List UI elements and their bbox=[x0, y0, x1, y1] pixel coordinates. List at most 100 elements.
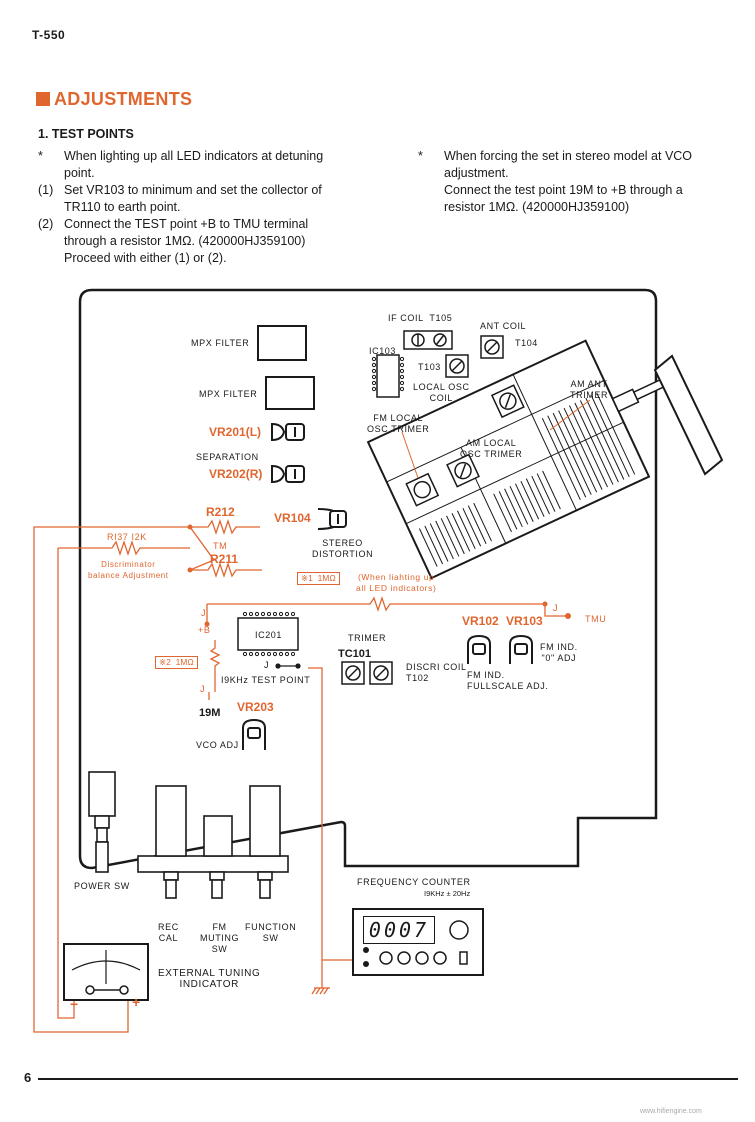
instruction-marker: * bbox=[38, 149, 43, 163]
footer-rule bbox=[38, 1078, 738, 1080]
ic201-label: IC201 bbox=[255, 630, 283, 640]
vr103-pot bbox=[509, 634, 533, 664]
vr104-label: VR104 bbox=[274, 511, 311, 525]
ic201-chip bbox=[237, 611, 299, 657]
subsection-title: 1. TEST POINTS bbox=[38, 127, 134, 141]
vr201-pot bbox=[271, 422, 305, 442]
t104-coil bbox=[480, 335, 504, 359]
mpx-filter-2-shape bbox=[265, 376, 315, 410]
r211-label: R211 bbox=[210, 552, 239, 566]
tuning-knob bbox=[653, 354, 724, 476]
page-number: 6 bbox=[24, 1070, 32, 1085]
power-sw-label: POWER SW bbox=[74, 881, 130, 891]
trimer-label: TRIMER bbox=[348, 633, 387, 643]
vr203-label: VR203 bbox=[237, 700, 274, 714]
instruction-item: Proceed with either (1) or (2). bbox=[38, 250, 353, 267]
ic103-label: IC103 bbox=[369, 346, 397, 356]
vr201-label: VR201(L) bbox=[209, 425, 262, 439]
meter-plus-label: + bbox=[132, 994, 141, 1010]
vco-adj-label: VCO ADJ bbox=[196, 740, 239, 750]
wire-junction-dots bbox=[187, 524, 571, 627]
tuning-capacitor-assembly bbox=[366, 339, 666, 580]
vr104-pot bbox=[317, 508, 347, 530]
instruction-item: * When forcing the set in stereo model a… bbox=[418, 148, 723, 182]
separation-label: SEPARATION bbox=[196, 452, 259, 462]
fm-muting-sw-label: FM MUTING SW bbox=[200, 922, 240, 954]
discri-coil-label: DISCRI COIL T102 bbox=[406, 662, 467, 683]
mpx-filter-1-shape bbox=[257, 325, 307, 361]
junction-j2-label: J bbox=[553, 603, 559, 613]
note1-text: (When liahting up all LED indicators) bbox=[356, 572, 437, 593]
instruction-text: Proceed with either (1) or (2). bbox=[64, 251, 227, 265]
frequency-counter-front bbox=[363, 920, 469, 967]
instruction-text: Set VR103 to minimum and set the collect… bbox=[64, 183, 322, 214]
watermark-text: www.hifiengine.com bbox=[640, 1108, 702, 1115]
meter-minus-label: − bbox=[70, 996, 79, 1012]
power-switch bbox=[88, 771, 116, 873]
vr102-label: VR102 bbox=[462, 614, 499, 628]
instruction-item: (1) Set VR103 to minimum and set the col… bbox=[38, 182, 353, 216]
ic103-chip bbox=[371, 354, 405, 398]
fm-local-osc-pointer bbox=[401, 431, 419, 479]
vr103-label: VR103 bbox=[506, 614, 543, 628]
am-ant-trimer-label: AM ANT TRIMER bbox=[570, 379, 609, 400]
rec-cal-label: REC CAL bbox=[158, 922, 179, 943]
junction-j1-label: J bbox=[201, 608, 207, 618]
instruction-item: * When lighting up all LED indicators at… bbox=[38, 148, 353, 182]
external-tuning-indicator-label: EXTERNAL TUNING INDICATOR bbox=[158, 968, 261, 990]
tc101-trimer bbox=[341, 661, 365, 685]
instruction-marker: (1) bbox=[38, 183, 54, 197]
instruction-text: When lighting up all LED indicators at d… bbox=[64, 149, 324, 180]
junction-j3-label: J bbox=[264, 660, 270, 670]
mpx-filter-2-label: MPX FILTER bbox=[199, 389, 258, 399]
instruction-marker: * bbox=[418, 149, 423, 163]
frequency-counter-label: FREQUENCY COUNTER bbox=[357, 877, 471, 887]
if-coil-label: IF COIL T105 bbox=[388, 313, 453, 323]
tmu-label: TMU bbox=[585, 614, 607, 624]
if-coil-t105 bbox=[403, 330, 453, 350]
t102-coil bbox=[369, 661, 393, 685]
section-title: ADJUSTMENTS bbox=[54, 89, 193, 109]
instruction-text: Connect the TEST point +B to TMU termina… bbox=[64, 217, 309, 248]
r137-label: RI37 I2K bbox=[107, 532, 147, 542]
ground-symbol bbox=[311, 987, 330, 995]
instruction-item: Connect the test point 19M to +B through… bbox=[418, 182, 723, 216]
test-point-19khz-label: I9KHz TEST POINT bbox=[221, 675, 311, 685]
19m-label: 19M bbox=[199, 707, 221, 719]
tm-label: TM bbox=[213, 541, 228, 551]
instruction-text: Connect the test point 19M to +B through… bbox=[444, 183, 683, 214]
note1-resistor-box: ※1 1MΩ bbox=[297, 572, 340, 585]
am-ant-trimer-pointer bbox=[549, 399, 591, 431]
frequency-counter-display: 0007 bbox=[363, 916, 435, 944]
pcb-outline bbox=[78, 288, 658, 870]
page-header-code: T-550 bbox=[32, 28, 66, 42]
t103-coil bbox=[445, 354, 469, 378]
tuning-meter bbox=[63, 943, 149, 1001]
vr203-pot bbox=[242, 718, 266, 750]
t104-label: T104 bbox=[515, 338, 538, 348]
t103-label: T103 bbox=[418, 362, 441, 372]
switch-bank bbox=[137, 785, 289, 899]
instruction-item: (2) Connect the TEST point +B to TMU ter… bbox=[38, 216, 353, 250]
junction-j4-label: J bbox=[200, 684, 206, 694]
tc101-label: TC101 bbox=[338, 648, 372, 660]
fm-local-osc-trimer-label: FM LOCAL OSC TRIMER bbox=[367, 413, 430, 434]
local-osc-coil-label: LOCAL OSC COIL bbox=[413, 382, 470, 403]
instruction-text: When forcing the set in stereo model at … bbox=[444, 149, 693, 180]
plus-b-label: +B bbox=[198, 625, 211, 635]
ant-coil-label: ANT COIL bbox=[480, 321, 527, 331]
vr202-label: VR202(R) bbox=[209, 467, 263, 481]
orange-wiring bbox=[33, 518, 568, 1033]
vr102-pot bbox=[467, 634, 491, 664]
test-point-19khz bbox=[275, 663, 301, 669]
r212-label: R212 bbox=[206, 505, 235, 519]
stereo-distortion-label: STEREO DISTORTION bbox=[312, 538, 374, 559]
mpx-filter-1-label: MPX FILTER bbox=[191, 338, 250, 348]
fm-ind-zero-label: FM IND. "0" ADJ bbox=[540, 642, 578, 663]
note2-resistor-box: ※2 1MΩ bbox=[155, 656, 198, 669]
discriminator-label: Discriminator balance Adjustment bbox=[88, 560, 169, 580]
function-sw-label: FUNCTION SW bbox=[245, 922, 297, 943]
am-local-osc-trimer-label: AM LOCAL OSC TRIMER bbox=[460, 438, 523, 459]
vr202-pot bbox=[271, 464, 305, 484]
